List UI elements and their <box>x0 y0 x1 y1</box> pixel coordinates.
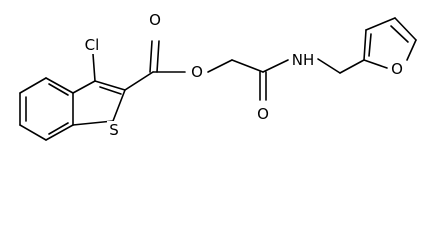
benzene-ring <box>19 77 74 141</box>
atom-labels: Cl S O O O NH O <box>80 10 405 139</box>
c-cl-bond <box>92 53 96 82</box>
furan-oxygen-label: O <box>391 60 403 78</box>
ester-carbonyl-oxygen-label: O <box>149 11 161 29</box>
thiophene-ring <box>72 80 126 126</box>
amide-nitrogen-label: NH <box>292 51 315 69</box>
amide-chain <box>207 58 365 101</box>
sulfur-atom-label: S <box>109 121 119 139</box>
amide-carbonyl-oxygen-label: O <box>257 105 269 123</box>
ester-oxygen-label: O <box>191 63 203 81</box>
molecule-structure-diagram: Cl S O O O NH O <box>19 10 417 141</box>
furan-ring <box>363 17 417 69</box>
chlorine-atom-label: Cl <box>85 36 100 54</box>
ester-group <box>124 40 186 91</box>
